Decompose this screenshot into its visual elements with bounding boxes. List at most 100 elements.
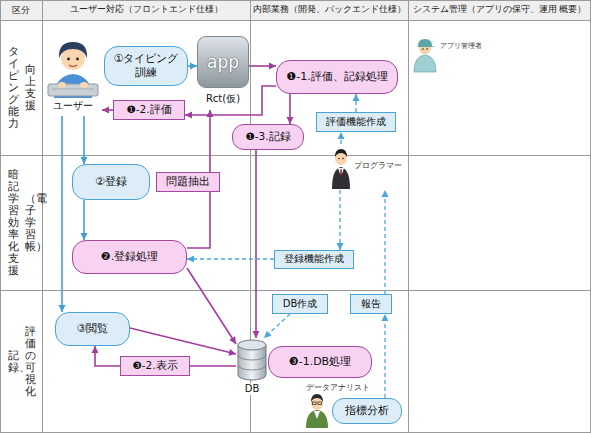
header-text: システム管理（アプリの保守、運用 概要）: [413, 4, 587, 16]
row-label: 評価の可視化: [25, 326, 36, 399]
programmer-illustration-part: [340, 169, 342, 178]
connector: [382, 190, 389, 294]
process-box: ❶-3.記録: [232, 124, 304, 150]
user-illustration-part: [80, 82, 88, 88]
user-figure: ユーザー: [44, 36, 102, 116]
user-illustration-part: [59, 42, 87, 58]
programmer-illustration-part: [332, 167, 350, 189]
connector: [187, 192, 210, 248]
header-cell: ユーザー対応（フロントエンド仕様）: [42, 0, 250, 20]
connector: [287, 94, 294, 124]
figure-caption: データアナリスト: [306, 382, 370, 393]
arrowhead: [102, 107, 109, 114]
connector-line: [187, 258, 274, 259]
node-text: 登録機能作成: [284, 253, 344, 266]
connector: [185, 86, 276, 119]
node-text: DB: [243, 383, 262, 395]
process-box: ❶-2.評価: [113, 100, 185, 120]
database-illustration: [236, 338, 268, 382]
node-text: 評価機能作成: [326, 116, 386, 129]
programmer-illustration-part: [338, 168, 344, 177]
row-line: [0, 290, 591, 291]
analyst-figure: [306, 394, 328, 428]
header-text: 区分: [12, 4, 30, 17]
row-label: 向上支援: [25, 64, 36, 112]
connector: [188, 63, 197, 70]
programmer-illustration-part: [342, 158, 344, 160]
connector: [382, 314, 389, 398]
analyst-body: [306, 410, 328, 428]
header-text: ユーザー対応（フロントエンド仕様）: [70, 4, 223, 16]
node-text: 指標分析: [345, 404, 389, 418]
connector: [102, 107, 113, 114]
header-band: [0, 0, 591, 20]
connector: [353, 94, 360, 112]
connector: [59, 116, 66, 312]
connector: [190, 366, 236, 367]
arrowhead: [338, 132, 345, 139]
user-illustration: [44, 36, 102, 98]
connector-line: [384, 190, 385, 294]
admin-eye: [422, 48, 424, 50]
node-text: ❶-2.評価: [126, 103, 171, 116]
header-cell: 区分: [0, 0, 42, 20]
connector-line: [95, 346, 120, 366]
analyst-glasses: [318, 402, 322, 405]
connector-line: [187, 268, 236, 344]
node-text: ユーザー: [44, 100, 102, 112]
arrowhead: [228, 349, 236, 356]
connector: [92, 346, 121, 366]
user-illustration-part: [58, 82, 66, 88]
process-box: ❶-1.評価、記録処理: [276, 60, 398, 94]
arrowhead: [207, 110, 214, 117]
process-box: 問題抽出: [156, 172, 220, 192]
process-box: ❸-1.DB処理: [268, 346, 372, 378]
arrowhead: [264, 331, 272, 338]
arrowhead: [353, 94, 360, 101]
connector: [81, 116, 88, 164]
connector: [338, 132, 345, 144]
arrowhead: [81, 157, 88, 164]
arrowhead: [190, 63, 197, 70]
admin-figure: [414, 39, 436, 72]
user-illustration-part: [67, 58, 70, 61]
row-label: タイピング能力: [8, 46, 19, 131]
connector-line: [130, 328, 236, 354]
admin-body: [414, 55, 436, 72]
database-cylinder: DB: [236, 338, 268, 396]
node-text: app: [207, 52, 239, 72]
arrowhead: [59, 305, 66, 312]
column-line: [42, 0, 43, 433]
admin-cap: [418, 39, 435, 47]
programmer-figure: プログラマー: [328, 144, 406, 190]
node-text: ②登録: [95, 175, 127, 189]
arrowhead: [269, 63, 276, 70]
node-text: ❷.登録処理: [101, 250, 158, 264]
connector: [187, 268, 236, 344]
task-box: ③閲覧: [55, 312, 130, 346]
user-illustration-part: [76, 58, 79, 61]
node-text: ③閲覧: [77, 322, 109, 336]
task-box: DB作成: [272, 294, 328, 314]
analyst-glasses: [313, 402, 317, 405]
row-line: [0, 155, 591, 156]
node-text: 報告: [361, 298, 381, 311]
header-cell: 内部業務（開発、バックエンド仕様）: [250, 0, 408, 20]
programmer-illustration-part: [338, 158, 340, 160]
task-box: 評価機能作成: [316, 112, 396, 132]
arrowhead: [187, 256, 194, 263]
connector-line: [83, 116, 85, 164]
connector: [264, 314, 290, 338]
node-text: ❶-1.評価、記録処理: [286, 70, 387, 84]
app-icon: appRct(仮): [197, 36, 249, 110]
arrowhead: [382, 190, 389, 197]
task-box: 報告: [350, 294, 392, 314]
task-box: ②登録: [72, 164, 150, 200]
row-label: （電子学習帳）: [25, 193, 36, 253]
arrowhead: [382, 314, 389, 321]
arrowhead: [185, 112, 192, 119]
analyst-shirt: [314, 411, 320, 419]
connector-line: [339, 190, 340, 250]
